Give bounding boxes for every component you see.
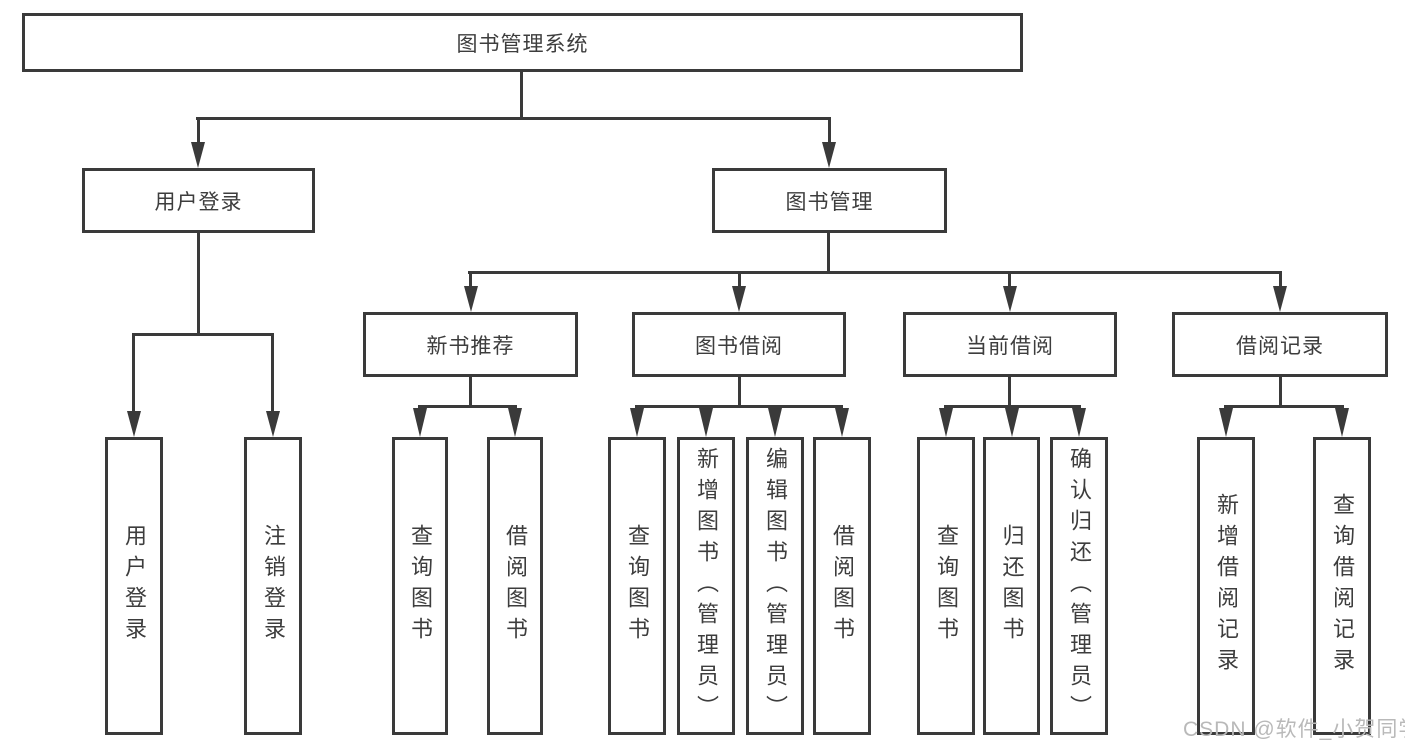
arrowhead-down-icon <box>413 408 427 437</box>
node-borrowing-records: 借阅记录 <box>1172 312 1388 377</box>
leaf-label: 新增图书（管理员） <box>694 446 719 726</box>
leaf-label: 用户登录 <box>122 524 147 648</box>
connector-line <box>1279 274 1282 286</box>
node-book-management: 图书管理 <box>712 168 947 233</box>
node-library-system: 图书管理系统 <box>22 13 1023 72</box>
arrowhead-down-icon <box>266 411 280 437</box>
connector-line <box>418 405 517 408</box>
arrowhead-down-icon <box>1219 408 1233 437</box>
connector-line <box>827 233 830 273</box>
node-book-borrowing: 图书借阅 <box>632 312 846 377</box>
connector-line <box>828 120 831 144</box>
connector-line <box>520 72 523 120</box>
arrowhead-down-icon <box>835 408 849 437</box>
leaf-query-books: 查询图书 <box>392 437 448 735</box>
connector-line <box>738 377 741 407</box>
arrowhead-down-icon <box>1005 408 1019 437</box>
leaf-edit-books-admin: 编辑图书（管理员） <box>746 437 804 735</box>
leaf-query-books: 查询图书 <box>917 437 975 735</box>
leaf-return-books: 归还图书 <box>983 437 1040 735</box>
connector-line <box>1008 377 1011 407</box>
arrowhead-down-icon <box>464 286 478 312</box>
leaf-label: 确认归还（管理员） <box>1067 446 1092 726</box>
leaf-query-books: 查询图书 <box>608 437 666 735</box>
node-current-borrowing: 当前借阅 <box>903 312 1117 377</box>
leaf-add-borrow-record: 新增借阅记录 <box>1197 437 1255 735</box>
arrowhead-down-icon <box>699 408 713 437</box>
leaf-label: 查询图书 <box>625 524 650 648</box>
connector-line <box>469 274 472 286</box>
leaf-add-books-admin: 新增图书（管理员） <box>677 437 735 735</box>
connector-line <box>271 336 274 411</box>
arrowhead-down-icon <box>768 408 782 437</box>
connector-line <box>1224 405 1344 408</box>
csdn-watermark: CSDN @软件_小贺同学 <box>1183 718 1405 741</box>
leaf-label: 查询图书 <box>934 524 959 648</box>
node-user-login: 用户登录 <box>82 168 315 233</box>
leaf-label: 查询借阅记录 <box>1330 493 1355 679</box>
connector-line <box>738 274 741 286</box>
arrowhead-down-icon <box>1003 286 1017 312</box>
arrowhead-down-icon <box>191 142 205 168</box>
leaf-user-login: 用户登录 <box>105 437 163 735</box>
leaf-borrow-books: 借阅图书 <box>487 437 543 735</box>
connector-line <box>469 377 472 407</box>
node-new-book-recommendation: 新书推荐 <box>363 312 578 377</box>
arrowhead-down-icon <box>127 411 141 437</box>
connector-line <box>197 233 200 333</box>
connector-line <box>944 405 1081 408</box>
leaf-label: 借阅图书 <box>503 524 528 648</box>
leaf-borrow-books: 借阅图书 <box>813 437 871 735</box>
connector-line <box>1008 274 1011 286</box>
leaf-label: 借阅图书 <box>830 524 855 648</box>
leaf-label: 新增借阅记录 <box>1214 493 1239 679</box>
arrowhead-down-icon <box>508 408 522 437</box>
connector-line <box>1279 377 1282 407</box>
arrowhead-down-icon <box>1072 408 1086 437</box>
arrowhead-down-icon <box>1273 286 1287 312</box>
arrowhead-down-icon <box>630 408 644 437</box>
leaf-confirm-return-admin: 确认归还（管理员） <box>1050 437 1108 735</box>
connector-line <box>132 336 135 411</box>
connector-line <box>132 333 274 336</box>
leaf-label: 查询图书 <box>408 524 433 648</box>
connector-line <box>468 271 1282 274</box>
connector-line <box>196 117 831 120</box>
arrowhead-down-icon <box>732 286 746 312</box>
leaf-query-borrow-record: 查询借阅记录 <box>1313 437 1371 735</box>
connector-line <box>197 120 200 144</box>
leaf-label: 编辑图书（管理员） <box>763 446 788 726</box>
leaf-label: 注销登录 <box>261 524 286 648</box>
connector-line <box>635 405 843 408</box>
arrowhead-down-icon <box>939 408 953 437</box>
leaf-logout: 注销登录 <box>244 437 302 735</box>
arrowhead-down-icon <box>1335 408 1349 437</box>
arrowhead-down-icon <box>822 142 836 168</box>
leaf-label: 归还图书 <box>999 524 1025 648</box>
